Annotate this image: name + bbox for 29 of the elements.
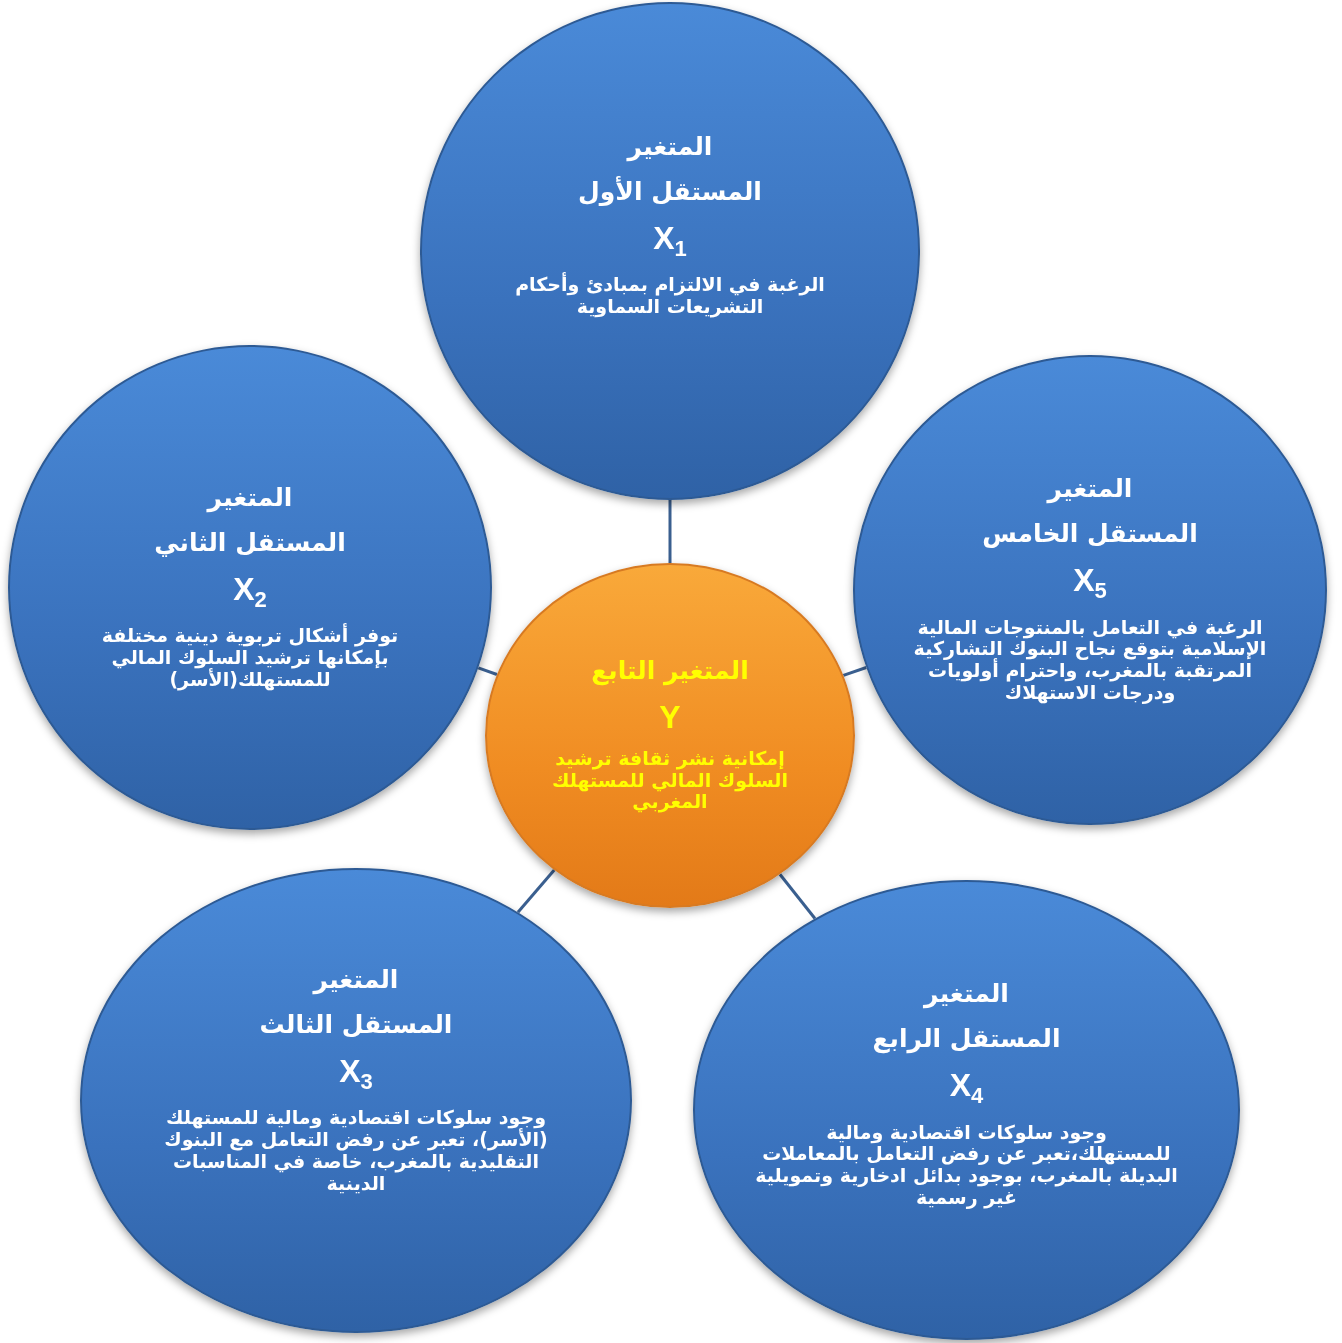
variable-heading: المستقل الخامس bbox=[982, 519, 1198, 549]
variable-heading: المستقل الثاني bbox=[154, 527, 346, 557]
dependent-variable-circle bbox=[485, 563, 855, 908]
variable-description: الرغبة في التعامل بالمنتوجات المالية الإسلامية بتوقع نجاح البنوك التشاركية المرتقبة بالمغرب، واحترام أولويات ودرجات الاستهلاك bbox=[912, 616, 1268, 704]
variable-heading: المستقل الأول bbox=[578, 176, 762, 206]
variable-description: وجود سلوكات اقتصادية ومالية للمستهلك (الأسر)، تعبر عن رفض التعامل مع البنوك التقليدية بالمغرب، خاصة في المناسبات الدينية bbox=[163, 1107, 549, 1195]
variable-description: الرغبة في الالتزام بمبادئ وأحكام التشريعات السماوية bbox=[514, 274, 826, 319]
variable-heading: المتغير التابع bbox=[591, 655, 749, 685]
variable-symbol: Y bbox=[659, 698, 681, 736]
variable-description: إمكانية نشر ثقافة ترشيد السلوك المالي للمستهلك المغربي bbox=[551, 747, 789, 814]
connector-line bbox=[516, 869, 556, 914]
connector-line bbox=[477, 666, 498, 676]
variable-heading: المتغير bbox=[1047, 474, 1133, 504]
variable-heading: المتغير bbox=[313, 964, 399, 994]
connector-line bbox=[668, 500, 672, 563]
variable-heading: المتغير bbox=[924, 979, 1009, 1009]
variable-heading: المستقل الرابع bbox=[872, 1024, 1061, 1054]
variable-symbol: X$_{4}$ bbox=[949, 1067, 984, 1110]
variable-symbol: X$_{3}$ bbox=[339, 1052, 373, 1095]
variable-heading: المتغير bbox=[627, 131, 713, 161]
variable-symbol: X$_{2}$ bbox=[233, 570, 267, 613]
variable-description: وجود سلوكات اقتصادية ومالية للمستهلك،تعبر عن رفض التعامل بالمعاملات البديلة بالمغرب، بوجود بدائل ادخارية وتمويلية غير رسمية bbox=[755, 1121, 1178, 1209]
variable-symbol: X$_{1}$ bbox=[653, 219, 687, 263]
variable-description: توفر أشكال تربوية دينية مختلفة بإمكانها ترشيد السلوك المالي للمستهلك(الأسر) bbox=[100, 624, 400, 691]
connector-line bbox=[842, 666, 867, 677]
connector-line bbox=[778, 873, 817, 920]
variable-symbol: X$_{5}$ bbox=[1073, 562, 1107, 605]
variable-heading: المتغير bbox=[207, 482, 293, 512]
variable-heading: المستقل الثالث bbox=[259, 1009, 453, 1039]
